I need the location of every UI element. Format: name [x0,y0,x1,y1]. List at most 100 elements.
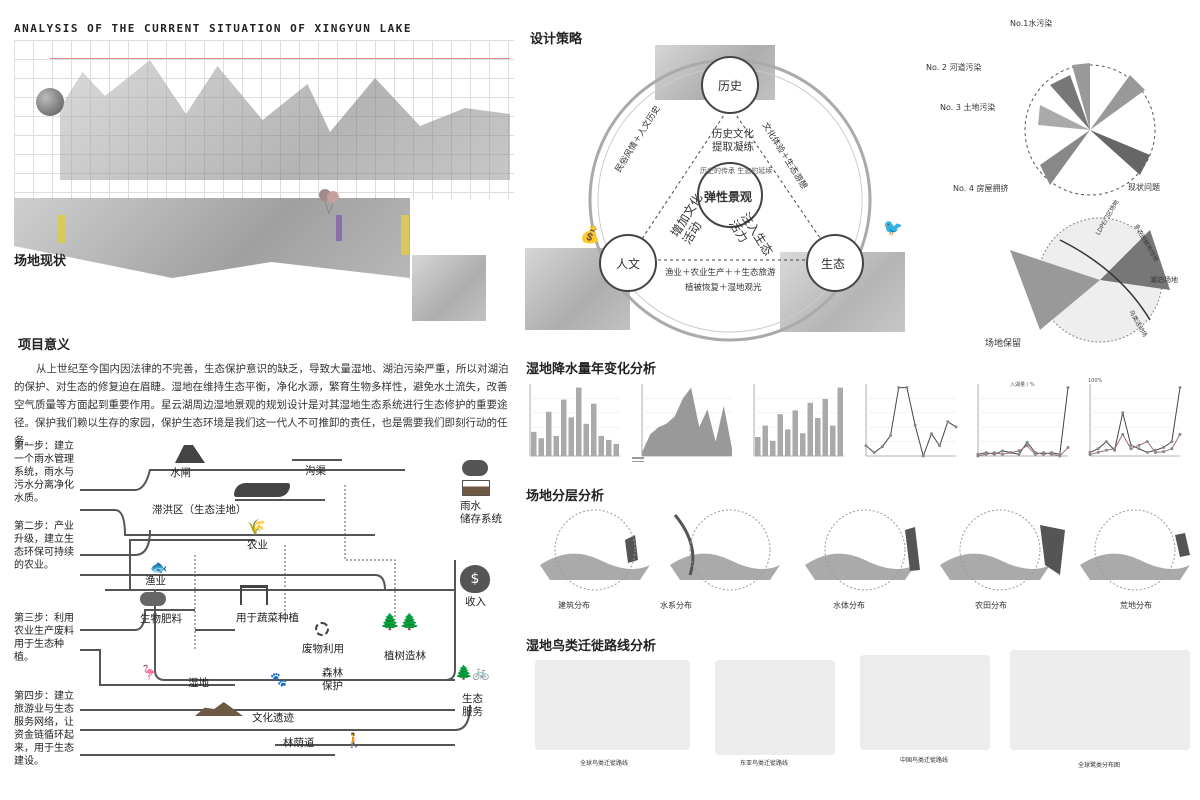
hiker-icon: 🚶 [345,733,363,749]
chart-point [954,425,958,429]
birds-label-1: 全球鸟类迁徙路线 [580,760,629,767]
chart-line [865,387,957,458]
chart-point [1129,443,1133,447]
chart-point [1017,452,1021,456]
step-1: 第一步：建立一个雨水管理系统，雨水与污水分离净化水质。 [14,441,74,504]
wetland-bird-icon: 🦩 [140,665,158,681]
birds-label-3: 中国鸟类迁徙路线 [900,757,949,764]
flow-waste: 废物利用 [302,643,344,655]
problems-radial [1024,63,1156,196]
flow-afforest: 植树造林 [384,650,426,662]
layer-maps [540,509,1190,591]
flow-agriculture: 农业 [247,539,268,551]
eco-service-icon: 🌲🚲 [455,665,490,681]
chart-point [976,454,980,458]
chart-point [1121,411,1125,415]
chart-point [1096,450,1100,454]
chart-point [1170,447,1174,451]
chart-bar [613,443,619,456]
layer-label-5: 荒地分布 [1120,601,1152,610]
layers-title: 场地分层分析 [526,489,605,504]
chart-point [1129,447,1133,451]
chart-bar [807,402,813,456]
chart-point [1001,449,1005,453]
fish-icon: 🐟 [150,560,168,576]
street-photo [412,255,486,321]
chart-line [977,387,1069,455]
chart-bar [770,440,776,456]
chart-point [921,454,925,458]
chart-bar [553,435,559,456]
chart-point [946,420,950,424]
rain-charts [529,384,1182,462]
chart-point [864,444,868,448]
chart-point [1104,448,1108,452]
chart-point [1066,386,1070,390]
chart-bar [777,414,783,456]
rain-title: 湿地降水量年变化分析 [526,362,657,377]
significance-text: 从上世纪至今国内因法律的不完善，生态保护意识的缺乏，导致大量湿地、湖泊污染严重，… [14,363,509,447]
trees-icon: 🌲🌲 [380,612,420,631]
problem-3: No. 3 土地污染 [940,103,996,112]
flow-network [80,469,471,756]
color-tag-yellow-2 [401,215,409,255]
chart-bar [576,387,582,456]
chart-point [880,445,884,449]
problems-caption: 现状问题 [1128,183,1160,192]
bird-icon: 🐦 [883,218,903,237]
chart-point [1041,451,1045,455]
chart-point [1145,450,1149,454]
layer-label-4: 农田分布 [975,601,1007,610]
flow-wetland: 湿地 [188,677,209,689]
flow-sluice: 水闸 [170,467,191,479]
birds-title: 湿地鸟类迁徙路线分析 [526,639,657,654]
flow-rain-storage: 雨水 储存系统 [460,500,502,525]
chart-point [872,451,876,455]
chart-point [1033,452,1037,456]
map-global-routes [535,660,690,750]
chart-point [1170,440,1174,444]
chart-point [1145,440,1149,444]
chart-point [1113,447,1117,451]
problem-1: No.1水污染 [1010,19,1053,28]
map-china-routes [860,655,990,750]
step-4: 第四步：建立旅游业与生态服务网络，让资金链循环起来，用于生态建设。 [14,691,74,767]
chart-line [1089,387,1181,453]
chart-point [1088,450,1092,454]
chart-point [1017,449,1021,453]
chart-bar [785,429,791,456]
node-ecology: 生态 [821,257,846,271]
retain-caption: 场地保留 [985,339,1022,349]
edge-bottom-label-2: 植被恢复＋湿地观光 [685,283,762,293]
rain-small-label-1: 入湖量 / % [1010,382,1035,388]
flood-zone-icon [234,483,290,497]
map-global-heron [1010,650,1190,750]
chart-point [1137,447,1141,451]
retain-radial [1010,217,1170,343]
flow-shade-path: 林荫道 [283,737,315,749]
chart-bar [538,438,544,456]
chart-point [1137,443,1141,447]
chart-bar [598,435,604,456]
chart-point [1088,453,1092,457]
flow-fertilizer: 生物肥料 [140,613,182,625]
ditch-icon [292,445,342,461]
node-history: 历史 [718,79,743,93]
red-line [50,58,510,59]
chart-bar [561,399,567,456]
globe-icon [36,88,64,116]
site-panorama [14,198,410,278]
chart-bar [837,387,843,456]
step-2: 第二步：产业升级，建立生态环保可持续的农业。 [14,521,74,571]
chart-area [642,387,732,456]
step-3: 第三步：利用农业生产废料用于生态种植。 [14,613,74,663]
flow-vegetable: 用于蔬菜种植 [236,612,299,624]
chart-point [1050,452,1054,456]
chart-point [905,386,909,390]
chart-point [1096,447,1100,451]
page-title-en: ANALYSIS OF THE CURRENT SITUATION OF XIN… [14,22,413,35]
chart-point [889,433,893,437]
flow-heritage: 文化遗迹 [252,712,294,724]
problem-2: No. 2 河道污染 [926,63,982,72]
chart-point [984,452,988,456]
